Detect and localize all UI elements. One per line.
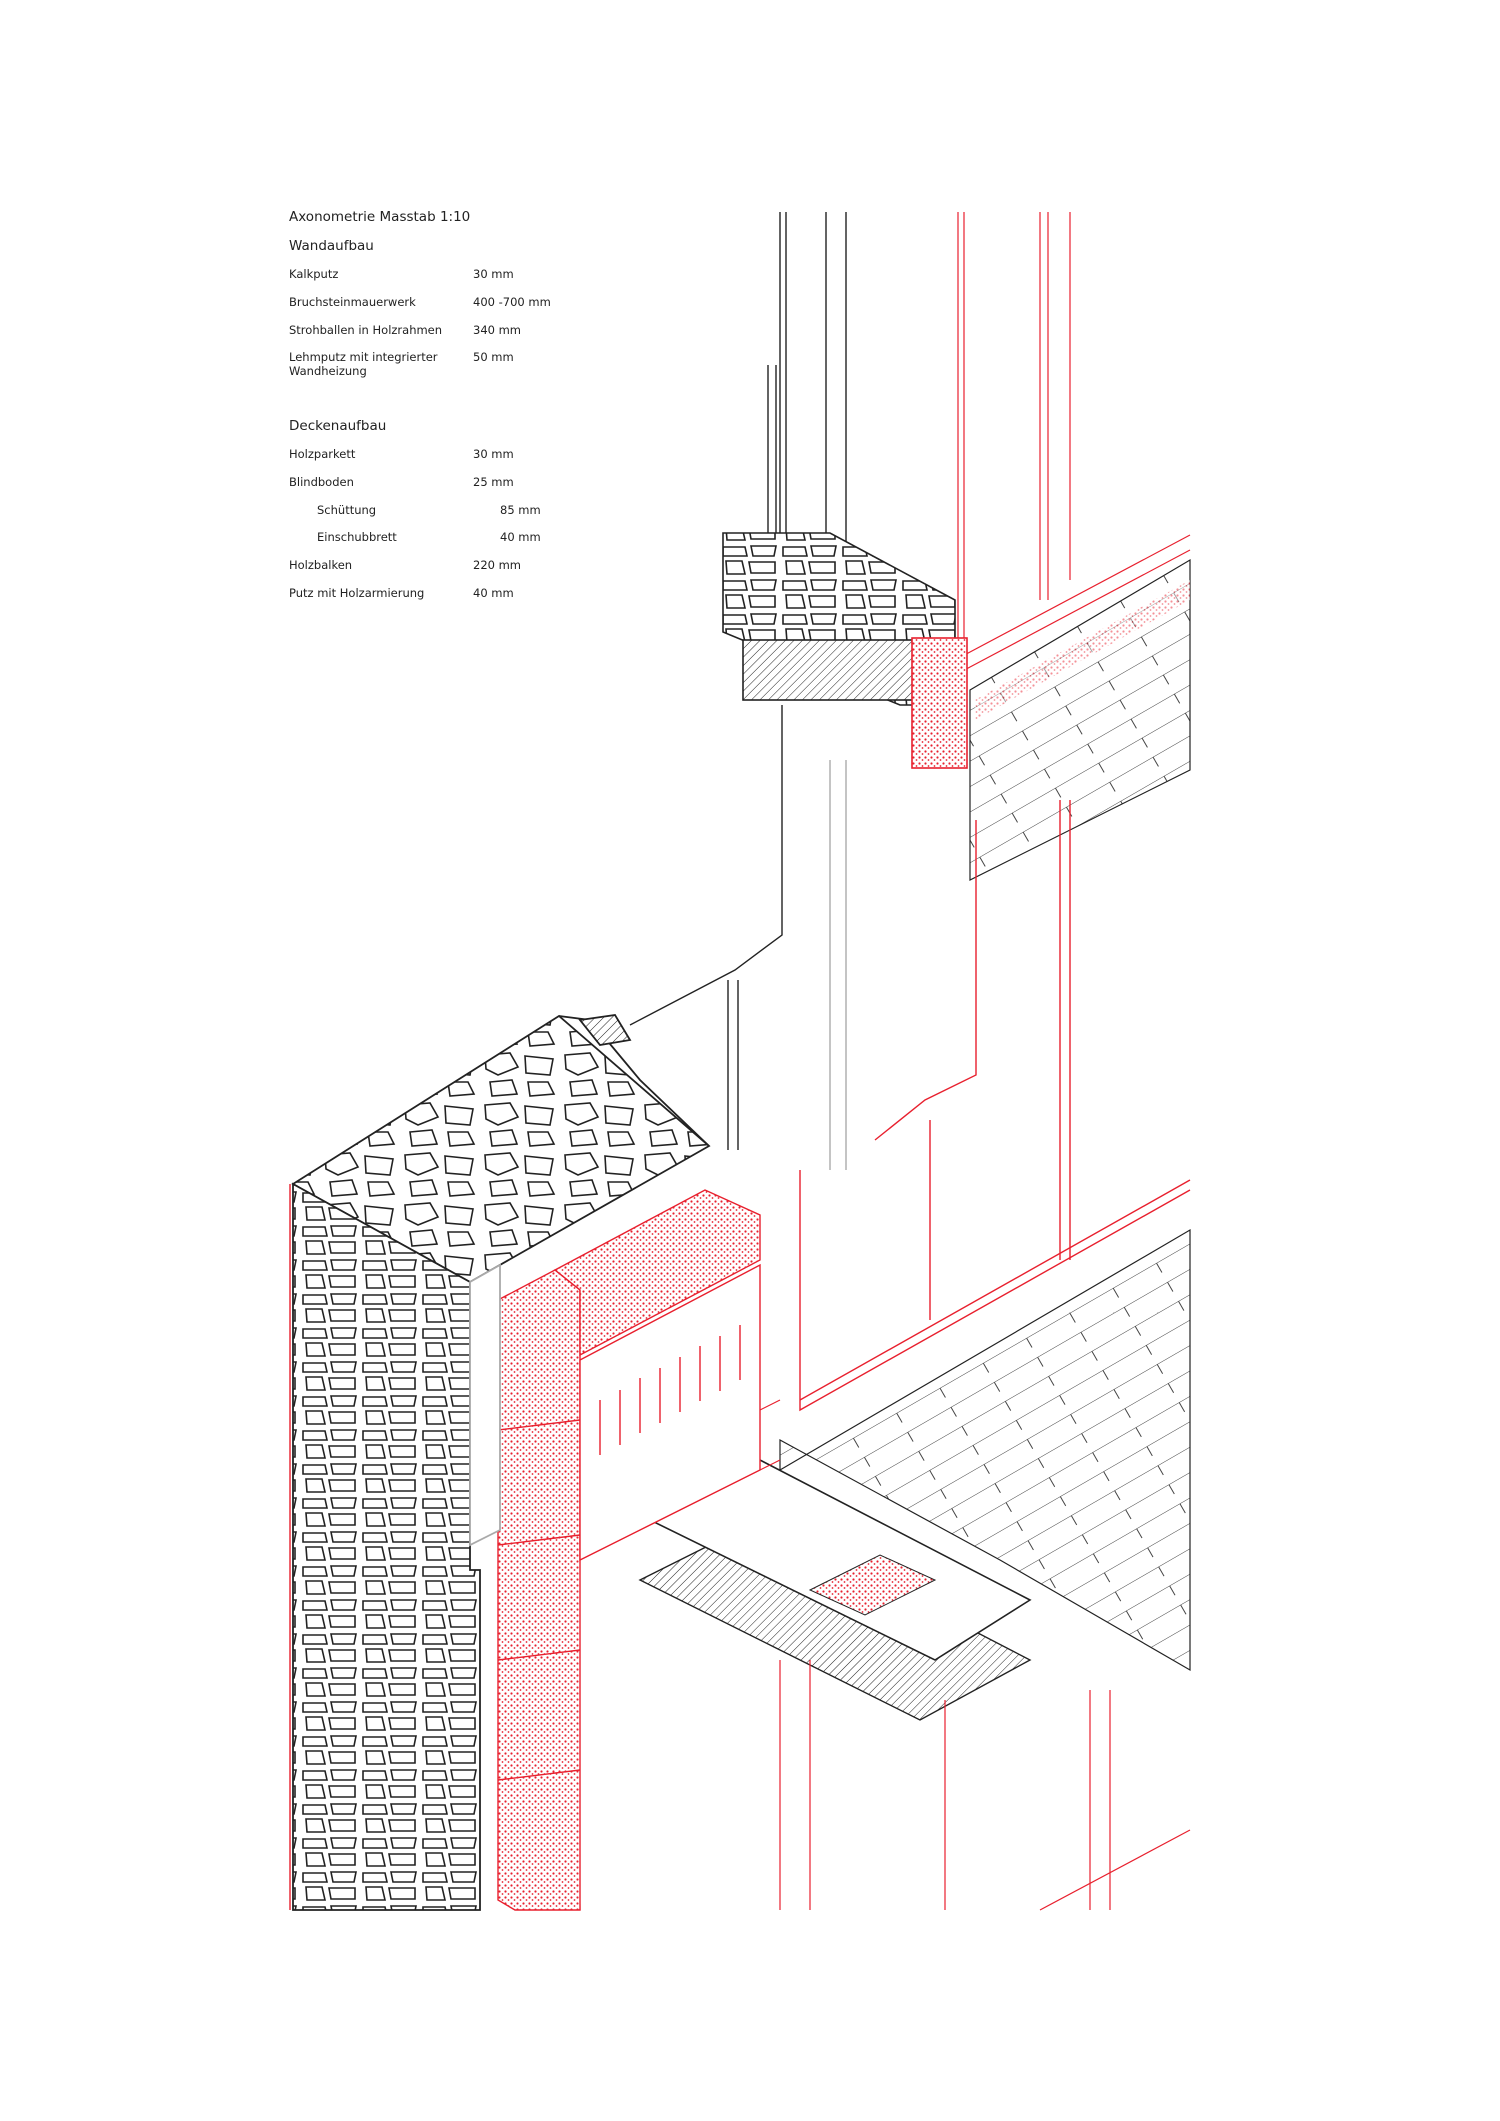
ceiling-layer-value: 30 mm	[473, 447, 514, 461]
upper-floor	[969, 558, 1191, 881]
wall-layer-value: 30 mm	[473, 267, 514, 281]
ceiling-layer-name: Blindboden	[289, 475, 354, 489]
wall-layer-name-line2: Wandheizung	[289, 364, 367, 378]
middle-window-frame	[629, 705, 1191, 1412]
ceiling-layer-name: Schüttung	[317, 503, 377, 517]
drawing-title: Axonometrie Masstab 1:10	[289, 209, 471, 225]
upper-floor-fill	[975, 580, 1190, 720]
ceiling-layer-value: 25 mm	[473, 475, 514, 489]
ceiling-layer-value: 40 mm	[473, 586, 514, 600]
ceiling-heading: Deckenaufbau	[289, 418, 387, 434]
wall-layer-value: 50 mm	[473, 350, 514, 364]
schuettung	[808, 1554, 937, 1616]
upper-window-frame	[767, 212, 847, 545]
ceiling-layer-name: Putz mit Holzarmierung	[289, 586, 425, 600]
wall-layer-name: Kalkputz	[289, 267, 339, 281]
stone-wall	[289, 1014, 711, 1911]
ceiling-layer-value: 40 mm	[500, 530, 541, 544]
ceiling-layer-value: 85 mm	[500, 503, 541, 517]
straw-wall	[497, 1189, 761, 1911]
wall-layer-value: 400 -700 mm	[473, 295, 551, 309]
wall-layer-name: Bruchsteinmauerwerk	[289, 295, 416, 309]
ceiling-layer-name: Holzbalken	[289, 558, 353, 572]
upper-interior-lines	[954, 212, 1191, 676]
heating-pipes	[599, 1325, 741, 1455]
upper-sill	[722, 532, 968, 769]
wall-layer-value: 340 mm	[473, 323, 522, 337]
ceiling-layer-name: Einschubbrett	[317, 530, 397, 544]
wall-layer-name: Lehmputz mit integrierter	[289, 350, 438, 364]
wall-heading: Wandaufbau	[289, 238, 374, 254]
lower-floor	[779, 1228, 1191, 1672]
ceiling-layer-name: Holzparkett	[289, 447, 356, 461]
wall-layer-name: Strohballen in Holzrahmen	[289, 323, 443, 337]
ceiling-layer-value: 220 mm	[473, 558, 522, 572]
